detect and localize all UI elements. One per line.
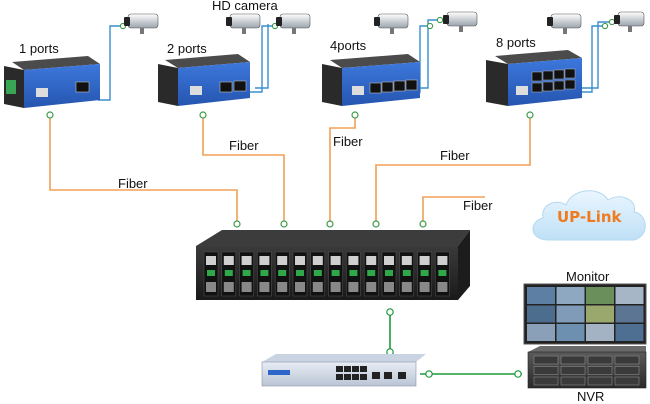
fiber-link-1: [49, 115, 238, 224]
bullet-camera-icon: [276, 13, 311, 34]
monitor-tile: [556, 324, 585, 341]
monitor-tile: [586, 305, 614, 323]
bullet-camera-icon: [614, 11, 645, 32]
converter-card: [363, 251, 379, 297]
converter-card: [346, 251, 361, 297]
converter-card: [310, 251, 326, 297]
cloud-icon: [532, 190, 646, 241]
label-fiber-2: Fiber: [229, 138, 259, 153]
switch-4-ports: [322, 54, 420, 106]
fiber-link-3: [329, 115, 356, 224]
drive-bay: [533, 355, 559, 365]
converter-card: [221, 251, 237, 297]
drive-bay: [533, 376, 559, 386]
drive-bay: [614, 376, 640, 386]
fiber-endpoints: [46, 111, 534, 228]
converter-card: [328, 251, 343, 297]
label-fiber-3: Fiber: [333, 134, 363, 149]
drive-bay: [587, 355, 613, 365]
nvr-rack-icon: [527, 346, 647, 389]
converter-card: [435, 251, 450, 297]
drive-bay: [614, 366, 640, 375]
label-monitor: Monitor: [566, 269, 610, 284]
switch-2-ports: [158, 54, 250, 106]
drive-bay: [587, 366, 613, 375]
fiber-links: [49, 115, 531, 224]
converter-card: [239, 251, 254, 297]
label-fiber-5: Fiber: [463, 198, 493, 213]
converter-card: [292, 251, 308, 297]
bullet-camera-icon: [547, 13, 582, 34]
video-wall-monitor-icon: [523, 283, 647, 345]
label-hd-camera: HD camera: [212, 0, 279, 13]
ethernet-switch-icon: [261, 354, 426, 387]
label-fiber-4: Fiber: [440, 148, 470, 163]
monitor-tile: [527, 324, 555, 341]
drive-bay: [560, 376, 586, 386]
drive-bay: [533, 366, 559, 375]
converter-card: [274, 251, 290, 297]
fiber-link-2: [202, 115, 285, 224]
label-switch-4-ports: 4ports: [330, 38, 367, 53]
converter-card: [381, 251, 397, 297]
fiber-link-4: [375, 115, 531, 224]
switch-8-ports: [486, 50, 582, 106]
monitor-tile: [556, 305, 585, 323]
label-uplink: UP-Link: [557, 208, 623, 226]
drive-bay: [560, 366, 586, 375]
monitor-tile: [556, 287, 585, 304]
label-switch-8-ports: 8 ports: [496, 35, 536, 50]
bullet-camera-icon: [443, 11, 478, 32]
bullet-camera-icon: [124, 13, 159, 34]
label-nvr: NVR: [577, 389, 604, 404]
converter-card: [203, 251, 219, 297]
media-converter-chassis-icon: [196, 230, 470, 300]
converter-card: [399, 251, 415, 297]
bullet-camera-icon: [226, 13, 261, 34]
monitor-tile: [527, 287, 555, 304]
monitor-tile: [527, 305, 555, 323]
label-fiber-1: Fiber: [118, 176, 148, 191]
drive-bay: [560, 355, 586, 365]
drive-bay: [587, 376, 613, 386]
fiber-link-5: [422, 196, 485, 224]
bullet-camera-icon: [374, 13, 409, 34]
drive-bay: [614, 355, 640, 365]
monitor-tile: [586, 324, 614, 341]
label-switch-2-ports: 2 ports: [167, 41, 207, 56]
monitor-tile: [615, 305, 644, 323]
monitor-tile: [615, 287, 644, 304]
switch-1-port: [4, 56, 100, 108]
converter-card: [417, 251, 432, 297]
uplink-links: [389, 312, 522, 375]
monitor-tile: [615, 324, 644, 341]
converter-card: [257, 251, 272, 297]
label-switch-1-ports: 1 ports: [19, 41, 59, 56]
camera-endpoints: [119, 16, 616, 30]
monitor-tile: [586, 287, 614, 304]
